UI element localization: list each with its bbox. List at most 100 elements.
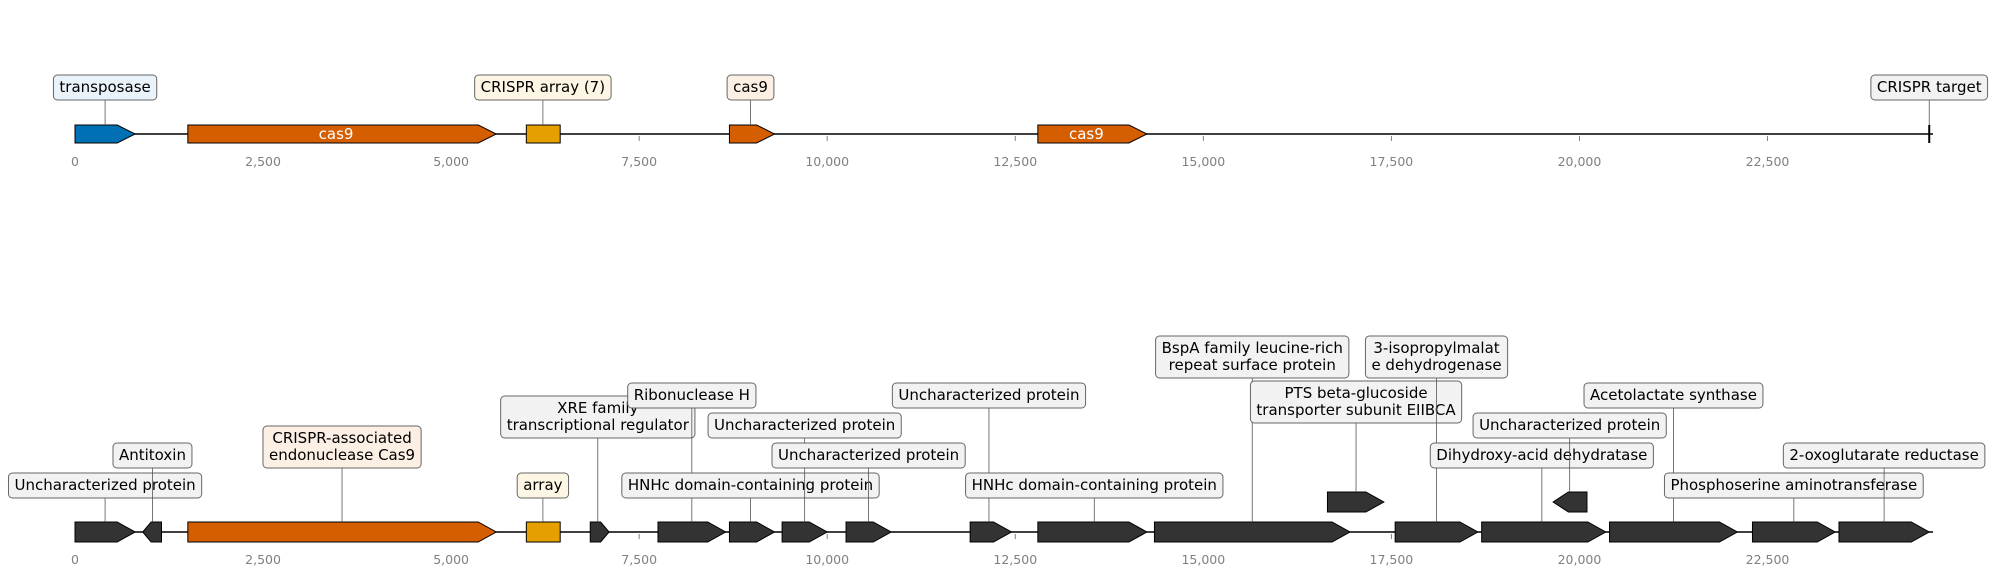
label-box: [707, 412, 902, 439]
gene-arrow: [1751, 521, 1837, 543]
x-tick-label: 10,000: [805, 154, 849, 169]
gene-feature: cas9: [726, 74, 776, 144]
gene-feature: 2-oxoglutarate reductase: [1782, 442, 1986, 543]
gene-label: HNHc domain-containing protein: [628, 476, 873, 494]
gene-arrow: [1609, 521, 1739, 543]
gene-label: Uncharacterized protein: [898, 386, 1079, 404]
gene-arrow: [781, 521, 829, 543]
gene-feature: Uncharacterized protein: [771, 442, 966, 543]
x-tick-label: 2,500: [245, 154, 281, 169]
gene-label: cas9: [733, 78, 768, 96]
label-box: [1249, 380, 1463, 424]
gene-arrow: [1838, 521, 1931, 543]
gene-feature: Phosphoserine aminotransferase: [1663, 472, 1924, 543]
gene-arrow: [74, 124, 137, 144]
gene-feature: array: [516, 472, 570, 543]
label-box: [1364, 335, 1509, 379]
x-tick-label: 17,500: [1370, 154, 1414, 169]
x-tick-label: 7,500: [621, 552, 657, 567]
gene-label: Uncharacterized protein: [778, 446, 959, 464]
gene-feature: HNHc domain-containing protein: [965, 472, 1224, 543]
gene-inline-label: cas9: [319, 125, 354, 143]
x-tick-label: 22,500: [1746, 154, 1790, 169]
gene-arrow: [187, 521, 498, 543]
gene-feature: Uncharacterized protein: [1472, 412, 1667, 513]
label-box: [516, 472, 570, 499]
gene-arrow: [1394, 521, 1479, 543]
gene-feature: Uncharacterized protein: [7, 472, 203, 543]
gene-feature: CRISPR target: [1870, 74, 1989, 143]
gene-arrow: [845, 521, 893, 543]
gene-arrow: [525, 124, 561, 144]
gene-arrow: [657, 521, 727, 543]
label-box: [1583, 382, 1764, 409]
gene-arrow: [1326, 491, 1385, 513]
gene-feature: Dihydroxy-acid dehydratase: [1429, 442, 1654, 543]
x-tick-label: 22,500: [1746, 552, 1790, 567]
gene-arrow: [728, 124, 776, 144]
x-tick-label: 12,500: [993, 154, 1037, 169]
label-box: [52, 74, 158, 101]
gene-arrow: [525, 521, 561, 543]
gene-label: Antitoxin: [119, 446, 186, 464]
label-box: [112, 442, 193, 469]
gene-arrow: [74, 521, 137, 543]
gene-label: Uncharacterized protein: [14, 476, 195, 494]
label-box: [1429, 442, 1654, 469]
gene-feature: HNHc domain-containing protein: [621, 472, 880, 543]
gene-feature: Acetolactate synthase: [1583, 382, 1764, 543]
x-tick-label: 20,000: [1558, 552, 1602, 567]
label-box: [1472, 412, 1667, 439]
gene-label: 2-oxoglutarate reductase: [1789, 446, 1979, 464]
gene-label: Ribonuclease H: [634, 386, 750, 404]
gene-label: CRISPR array (7): [481, 78, 605, 96]
label-box: [474, 74, 612, 101]
label-box: [891, 382, 1087, 409]
gene-arrow: [142, 521, 163, 543]
gene-arrow: [187, 124, 498, 144]
gene-inline-label: cas9: [1069, 125, 1104, 143]
label-box: [627, 382, 757, 409]
label-box: [965, 472, 1224, 499]
x-tick-label: 10,000: [805, 552, 849, 567]
gene-label: Uncharacterized protein: [1479, 416, 1660, 434]
x-tick-label: 20,000: [1558, 154, 1602, 169]
label-box: [1782, 442, 1986, 469]
label-box: [262, 425, 422, 469]
x-tick-label: 7,500: [621, 154, 657, 169]
x-tick-label: 15,000: [1181, 154, 1225, 169]
gene-feature: Uncharacterized protein: [707, 412, 902, 543]
x-tick-label: 0: [71, 552, 79, 567]
gene-label: Phosphoserine aminotransferase: [1670, 476, 1917, 494]
x-tick-label: 12,500: [993, 552, 1037, 567]
gene-feature: cas9: [187, 124, 498, 144]
x-tick-label: 17,500: [1370, 552, 1414, 567]
label-box: [1663, 472, 1924, 499]
gene-label: Acetolactate synthase: [1590, 386, 1757, 404]
gene-feature: CRISPR array (7): [474, 74, 612, 144]
label-box: [771, 442, 966, 469]
gene-arrow: [1037, 124, 1149, 144]
gene-feature: Antitoxin: [112, 442, 193, 543]
gene-arrow: [1481, 521, 1607, 543]
x-tick-label: 0: [71, 154, 79, 169]
gene-label: Dihydroxy-acid dehydratase: [1436, 446, 1647, 464]
gene-feature: transposase: [52, 74, 158, 144]
gene-arrow: [728, 521, 776, 543]
gene-arrow: [589, 521, 610, 543]
x-tick-label: 15,000: [1181, 552, 1225, 567]
label-box: [7, 472, 203, 499]
gene-arrow: [969, 521, 1013, 543]
